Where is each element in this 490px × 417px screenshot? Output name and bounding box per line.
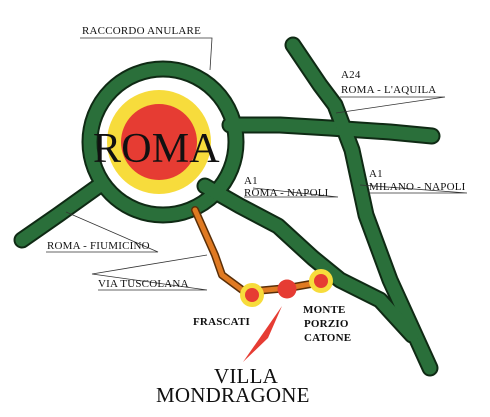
mondragone-label: MONDRAGONE (156, 383, 310, 407)
frascati-marker (240, 283, 264, 307)
a1-north-route-label: MILANO - NAPOLI (369, 181, 466, 193)
leader-lines (46, 37, 468, 291)
road-network (13, 36, 441, 377)
a1-north-code-label: A1 (369, 168, 383, 180)
a24-code-label: A24 (341, 69, 361, 81)
destination-arrow (243, 306, 282, 362)
catone-label: CATONE (304, 332, 351, 344)
raccordo-anulare-label: RACCORDO ANULARE (82, 25, 201, 37)
a24-route-label: ROMA - L'AQUILA (341, 84, 436, 96)
monte-porzio-marker (309, 269, 333, 293)
road-a1-south (198, 179, 419, 342)
monte-label: MONTE (303, 304, 346, 316)
villa-label: VILLA (214, 364, 279, 388)
villa-mondragone-marker (277, 279, 297, 299)
roma-center-marker (107, 90, 211, 194)
road-fiumicino (15, 178, 107, 247)
via-tuscolana-label: VIA TUSCOLANA (98, 278, 189, 290)
road-east (223, 118, 439, 143)
porzio-label: PORZIO (304, 318, 349, 330)
a1-south-route-label: ROMA - NAPOLI (244, 187, 329, 199)
roma-label: ROMA (93, 126, 220, 172)
ring-road-raccordo (83, 62, 243, 222)
road-a24 (286, 38, 437, 375)
a1-south-code-label: A1 (244, 175, 258, 187)
fiumicino-label: ROMA - FIUMICINO (47, 240, 150, 252)
frascati-label: FRASCATI (193, 316, 250, 328)
